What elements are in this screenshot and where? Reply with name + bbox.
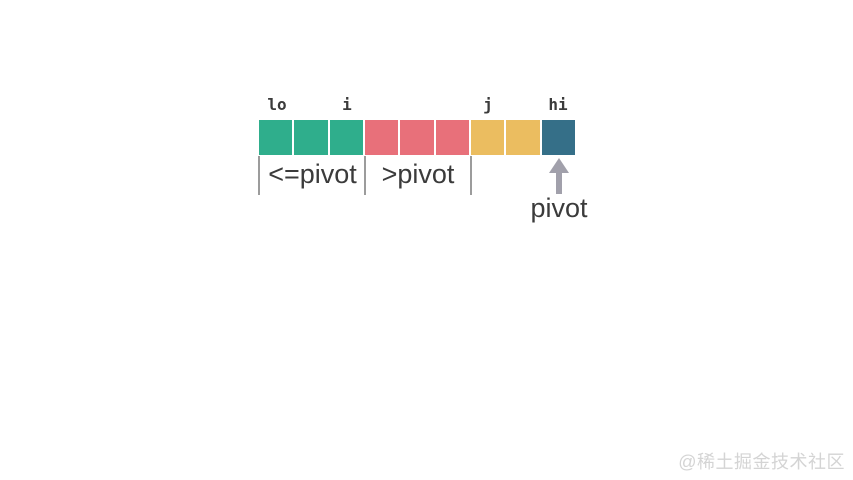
pivot-label: pivot (530, 193, 588, 223)
watermark: @稀土掘金技术社区 (678, 452, 845, 472)
region-tick-mid (364, 156, 366, 195)
array-cell-unpartitioned (470, 120, 505, 155)
index-label-i: i (342, 95, 352, 114)
array-cell-pivot-cell (541, 120, 575, 155)
array-cell-gt-pivot (364, 120, 399, 155)
array-cell-le-pivot (259, 120, 293, 155)
index-label-hi: hi (548, 95, 568, 114)
array-cell-gt-pivot (400, 120, 434, 155)
array-cell-le-pivot (329, 120, 363, 155)
region-tick-right (470, 156, 472, 195)
array-cell-unpartitioned (506, 120, 540, 155)
array-cell-le-pivot (294, 120, 328, 155)
index-label-lo: lo (267, 95, 287, 114)
region-label-gt-pivot: >pivot (381, 159, 455, 189)
pivot-arrow-icon (549, 158, 569, 194)
array-bar (259, 120, 575, 155)
region-label-le-pivot: <=pivot (268, 159, 357, 189)
region-tick-left (258, 156, 260, 195)
array-cell-gt-pivot (435, 120, 469, 155)
index-label-j: j (483, 95, 493, 114)
